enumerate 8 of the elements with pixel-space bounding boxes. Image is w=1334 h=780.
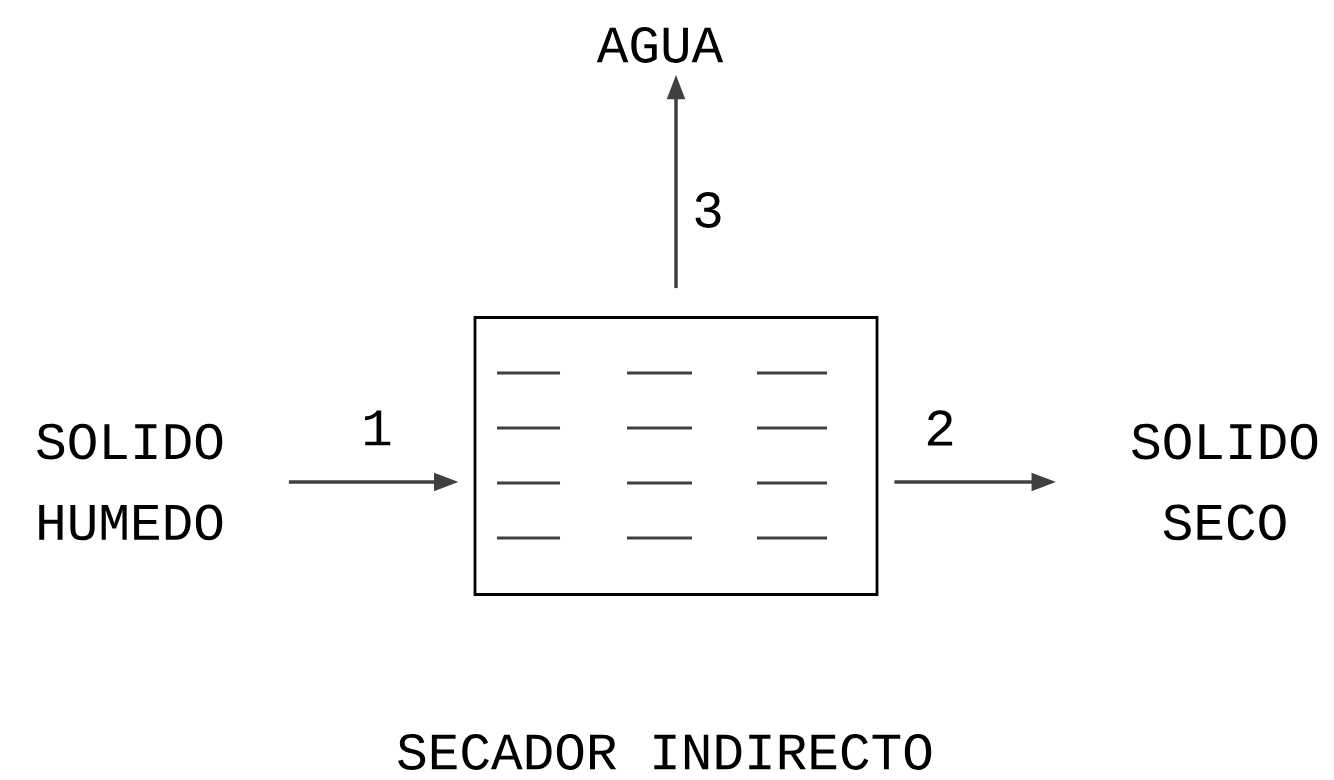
caption: SECADOR INDIRECTO (398, 734, 932, 770)
dryer-drawing (473, 316, 879, 596)
edge-label: 1 (365, 410, 391, 446)
flow-label: SOLIDO HUMEDO (37, 423, 223, 541)
edge-label: 2 (927, 410, 953, 446)
flow-label: SOLIDO SECO (1132, 423, 1318, 541)
flow-label: AGUA (596, 27, 724, 63)
edge-label: 3 (695, 192, 721, 228)
